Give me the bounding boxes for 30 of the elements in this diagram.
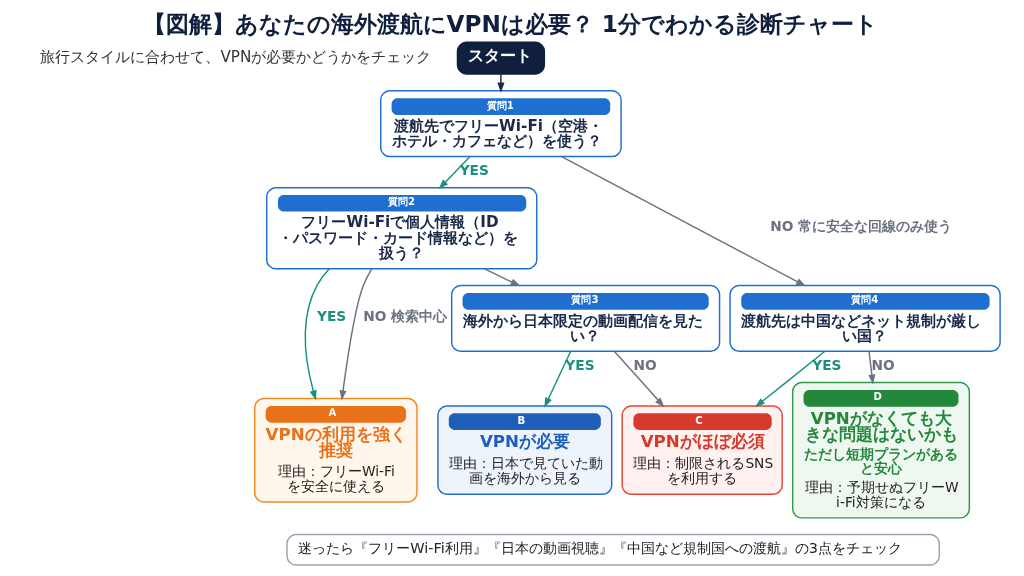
label: 旅行スタイルに合わせて、VPNが必要かどうかをチェック [39, 47, 431, 66]
edge-label: YES [564, 356, 595, 373]
arrow [613, 350, 665, 408]
node-box: 質問4 渡航先は中国などネット規制が厳しい国？ [728, 284, 1001, 353]
node-box: C VPNがほぼ必須 理由：制限されるSNSを利用する [620, 405, 783, 496]
arrow [496, 73, 504, 93]
arrow [543, 350, 571, 408]
node-box: 質問2 フリーWi-Fiで個人情報（ID・パスワード・カード情報など）を扱う？ [265, 187, 537, 270]
node-box: D VPNがなくても大きな問題はないかも ただし短期プランがあると安心 理由：予期せぬフリーWi-Fi対策になる [791, 381, 970, 519]
node-box: B VPNが必要 理由：日本で見ていた動画を海外から見る [436, 405, 612, 496]
node-box: スタート [456, 41, 545, 75]
node-box: A VPNの利用を強く推奨 理由：フリーWi-Fiを安全に使える [253, 397, 418, 503]
arrow [560, 155, 806, 287]
node-box: 質問1 渡航先でフリーWi-Fi（空港・ホテル・カフェなど）を使う？ [379, 90, 622, 158]
arrow [438, 156, 471, 190]
diagram-title: 【図解】あなたの海外渡航にVPNは必要？ 1分でわかる診断チャート [142, 10, 878, 37]
edge-label: NO [871, 356, 895, 373]
edge-label: NO 検索中心 [362, 308, 447, 325]
edge-label: YES [811, 356, 841, 373]
arrow [867, 350, 875, 385]
arrow [304, 268, 330, 401]
node-box: 質問3 海外から日本限定の動画配信を見たい？ [450, 284, 720, 353]
edge-label: NO 常に安全な回線のみ使う [769, 217, 952, 234]
arrow [754, 350, 825, 408]
arrow [483, 268, 521, 287]
edge-label: NO [632, 356, 657, 373]
node-box: 迷ったら『フリーWi-Fi利用』『日本の動画視聴』『中国など規制国への渡航』の3点をチェック [285, 533, 940, 566]
arrow [339, 268, 372, 401]
edge-label: YES [459, 161, 489, 178]
edge-label: YES [316, 308, 346, 325]
